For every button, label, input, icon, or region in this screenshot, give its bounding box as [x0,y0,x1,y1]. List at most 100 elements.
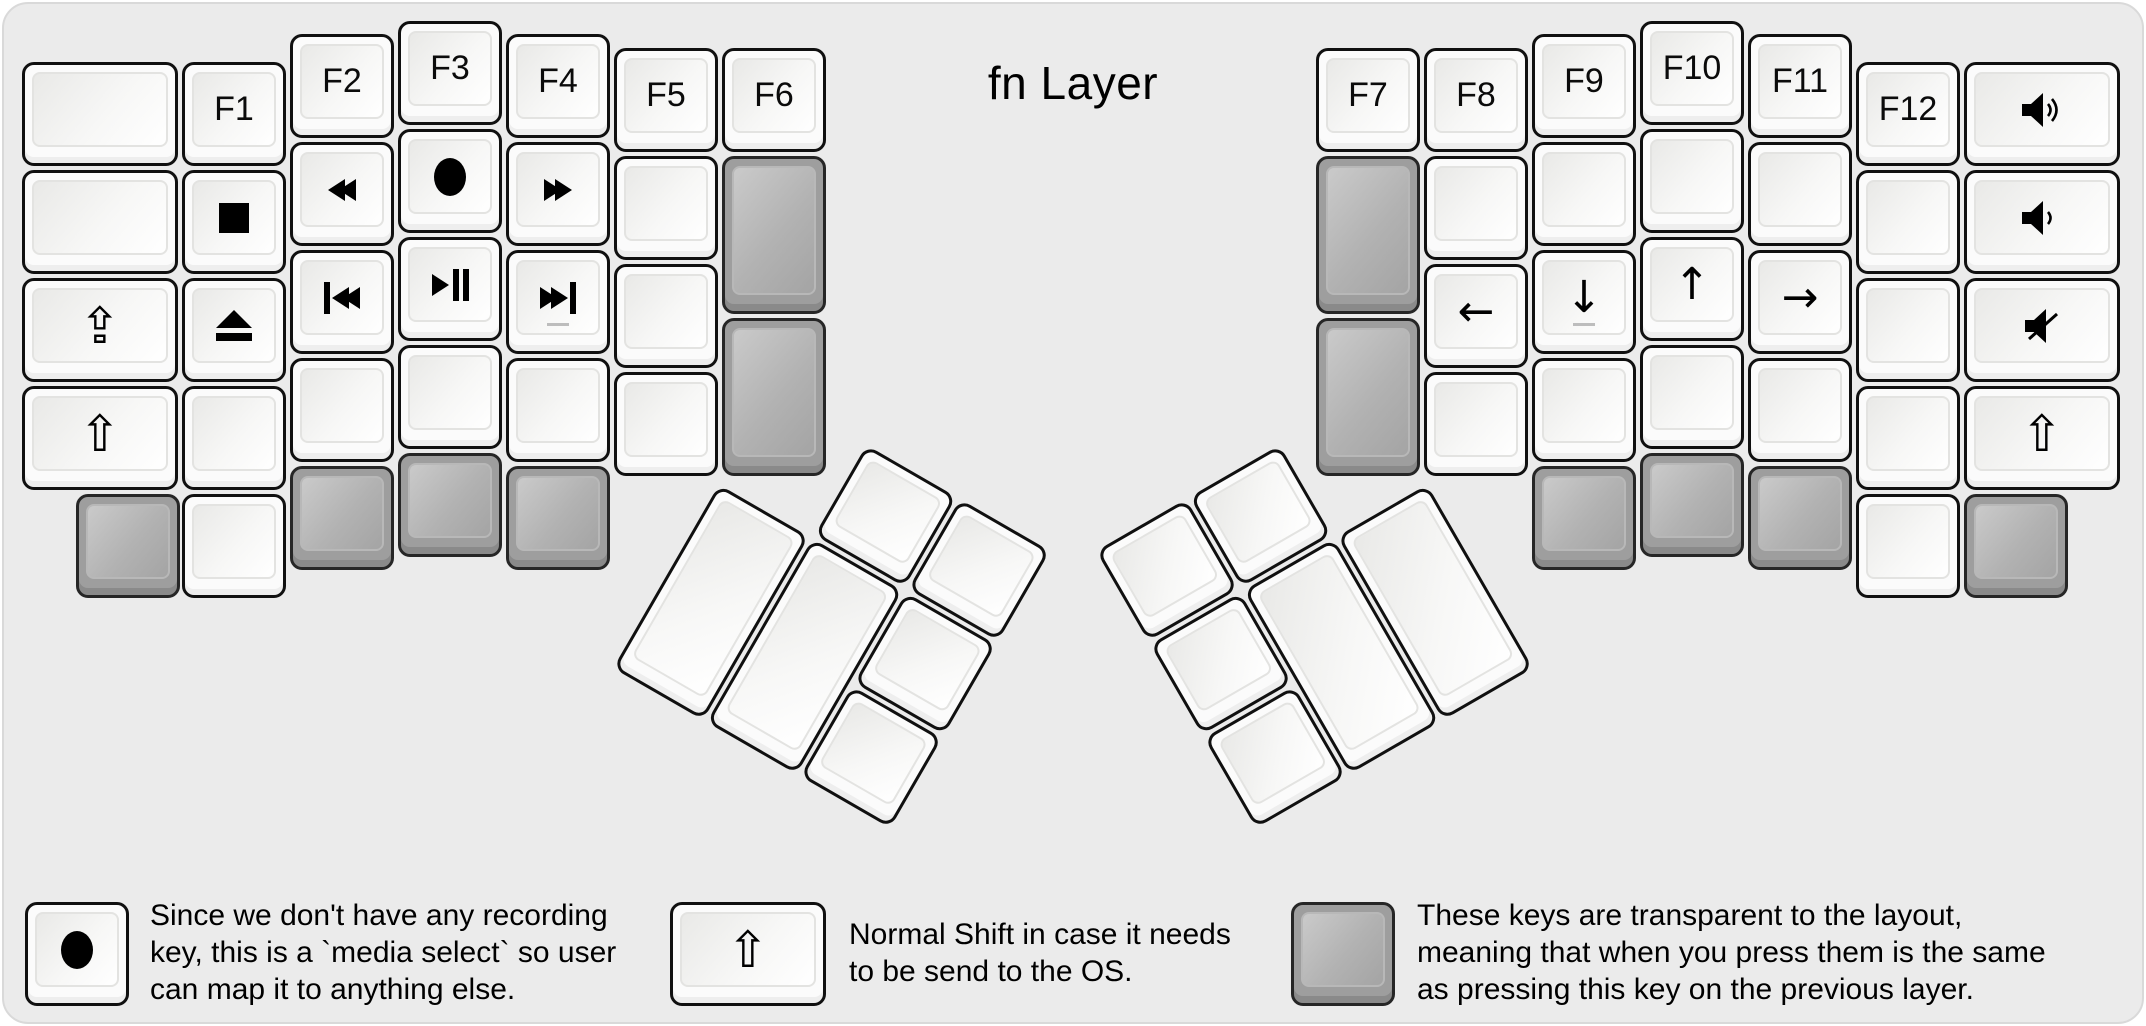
key-label: F12 [1878,90,1938,128]
keytop [624,166,708,241]
key-r-c11-r4-blank[interactable] [1748,358,1852,462]
key-label: F5 [646,76,686,114]
key-volume-up[interactable] [1964,62,2120,166]
key-f3[interactable]: F3 [398,21,502,125]
key-r-bottom-transparent-1[interactable] [1532,466,1636,570]
keytop [1866,396,1950,471]
key-f5[interactable]: F5 [614,48,718,152]
keytop [1758,152,1842,227]
key-f2[interactable]: F2 [290,34,394,138]
key-l-c5-r3-blank[interactable] [614,264,718,368]
key-label: F9 [1564,62,1604,100]
keytop [1650,355,1734,430]
key-r-bottom-blank[interactable] [1856,494,1960,598]
key-l-c5-r2-blank[interactable] [614,156,718,260]
key-arrow-left[interactable]: ← [1424,264,1528,368]
key-l-c0-r2-blank[interactable] [22,170,178,274]
key-stop[interactable] [182,170,286,274]
key-f12[interactable]: F12 [1856,62,1960,166]
keytop: F5 [624,58,708,133]
key-play-pause[interactable] [398,237,502,341]
legend-line: Normal Shift in case it needs [849,918,1231,951]
legend-text-2: Normal Shift in case it needs to be send … [849,916,1231,990]
key-arrow-down[interactable]: ↓ [1532,250,1636,354]
key-eject[interactable] [182,278,286,382]
key-l-c1-r4-blank[interactable] [182,386,286,490]
keytop [732,166,816,295]
key-l-c4-r4-blank[interactable] [506,358,610,462]
keytop [1974,288,2110,363]
key-l-c6-transparent-2[interactable] [722,318,826,476]
keytop: ⇧ [32,396,168,471]
key-fast-forward[interactable] [506,142,610,246]
legend-line: to be send to the OS. [849,955,1133,988]
key-r-c9-r4-blank[interactable] [1532,358,1636,462]
key-r-c12-r2-blank[interactable] [1856,170,1960,274]
shift-icon: ⇧ [79,404,121,463]
key-l-c5-r4-blank[interactable] [614,372,718,476]
key-caps-lock[interactable]: ⇪ [22,278,178,382]
key-l-c6-transparent-1[interactable] [722,156,826,314]
key-volume-mute[interactable] [1964,278,2120,382]
key-arrow-up[interactable]: ↑ [1640,237,1744,341]
key-next-track[interactable] [506,250,610,354]
key-f8[interactable]: F8 [1424,48,1528,152]
key-l-bottom-transparent-3[interactable] [398,453,502,557]
keytop [1542,368,1626,443]
key-l-bottom-transparent-1[interactable] [76,494,180,598]
key-label: F1 [214,90,254,128]
key-r-c10-r2-blank[interactable] [1640,129,1744,233]
key-label: F6 [754,76,794,114]
key-f7[interactable]: F7 [1316,48,1420,152]
key-r-bottom-transparent-3[interactable] [1748,466,1852,570]
keytop: ⇧ [680,912,816,987]
key-r-c8-r2-blank[interactable] [1424,156,1528,260]
key-label: F3 [430,49,470,87]
key-f11[interactable]: F11 [1748,34,1852,138]
key-f1[interactable]: F1 [182,62,286,166]
key-f4[interactable]: F4 [506,34,610,138]
key-shift-left[interactable]: ⇧ [22,386,178,490]
key-r-bottom-transparent-2[interactable] [1640,453,1744,557]
key-volume-down[interactable] [1964,170,2120,274]
key-r-c9-r2-blank[interactable] [1532,142,1636,246]
key-r-c7-transparent-1[interactable] [1316,156,1420,314]
keytop: F12 [1866,72,1950,147]
key-record[interactable] [398,129,502,233]
fast-forward-icon [544,178,572,201]
key-f6[interactable]: F6 [722,48,826,152]
key-r-c10-r4-blank[interactable] [1640,345,1744,449]
key-l-bottom-transparent-2[interactable] [290,466,394,570]
key-shift-right[interactable]: ⇧ [1964,386,2120,490]
keytop [1542,476,1626,551]
keytop [300,260,384,335]
keytop [1326,166,1410,295]
key-r-c12-r3-blank[interactable] [1856,278,1960,382]
keytop [86,504,170,579]
key-f9[interactable]: F9 [1532,34,1636,138]
key-r-c11-r2-blank[interactable] [1748,142,1852,246]
key-label: F2 [322,62,362,100]
key-l-bottom-blank[interactable] [182,494,286,598]
keytop [1326,328,1410,457]
arrow-right-icon: → [1781,271,1819,323]
play-pause-icon [431,268,469,301]
key-rewind[interactable] [290,142,394,246]
key-r-bottom-transparent-4[interactable] [1964,494,2068,598]
key-l-c0-r1-blank[interactable] [22,62,178,166]
keytop [35,912,119,987]
arrow-down-icon: ↓ [1565,271,1603,323]
key-label: F4 [538,62,578,100]
key-prev-track[interactable] [290,250,394,354]
key-r-c8-r4-blank[interactable] [1424,372,1528,476]
key-arrow-right[interactable]: → [1748,250,1852,354]
key-l-bottom-transparent-4[interactable] [506,466,610,570]
keytop [1866,180,1950,255]
key-l-c3-r4-blank[interactable] [398,345,502,449]
key-l-c2-r4-blank[interactable] [290,358,394,462]
key-r-c7-transparent-2[interactable] [1316,318,1420,476]
keytop: ↑ [1650,247,1734,322]
key-f10[interactable]: F10 [1640,21,1744,125]
keytop: ↓ [1542,260,1626,335]
key-r-c12-r4-blank[interactable] [1856,386,1960,490]
